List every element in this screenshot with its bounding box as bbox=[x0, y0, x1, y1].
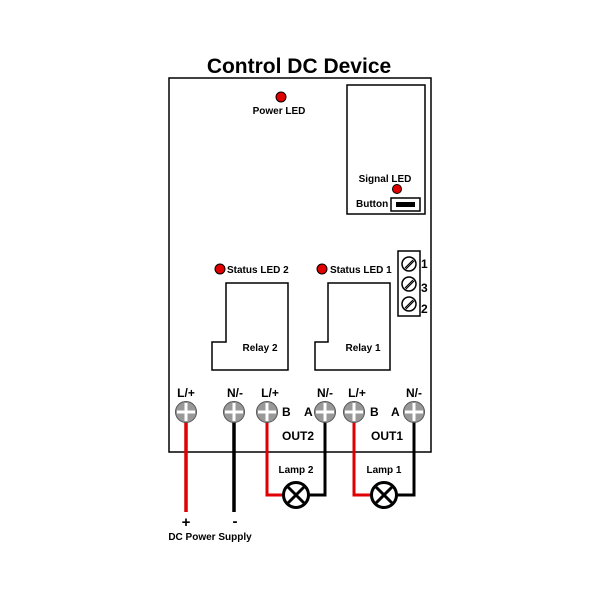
lamp-2-icon bbox=[282, 481, 310, 509]
terminal-out2-n-label: N/- bbox=[317, 386, 333, 400]
antenna-screw-1 bbox=[401, 256, 417, 272]
out2-label: OUT2 bbox=[282, 429, 314, 443]
terminal-out1-n bbox=[403, 401, 425, 423]
antenna-terminal-label-3: 3 bbox=[421, 281, 428, 295]
antenna-terminal-label-2: 2 bbox=[421, 302, 428, 316]
lamp-1-neutral-wire bbox=[397, 412, 416, 497]
signal-led-label: Signal LED bbox=[359, 174, 412, 185]
terminal-out1-n-label: N/- bbox=[406, 386, 422, 400]
power-led bbox=[275, 91, 287, 103]
lamp-2-label: Lamp 2 bbox=[278, 465, 313, 476]
terminal-out2-l bbox=[256, 401, 278, 423]
terminal-power-l bbox=[175, 401, 197, 423]
power-led-label: Power LED bbox=[253, 106, 306, 117]
terminal-out2-l-label: L/+ bbox=[261, 386, 279, 400]
relay-1 bbox=[314, 282, 391, 371]
status-led-1 bbox=[316, 263, 328, 275]
lamp-1-label: Lamp 1 bbox=[366, 465, 401, 476]
antenna-terminal-label-1: 1 bbox=[421, 257, 428, 271]
antenna-screw-2 bbox=[401, 296, 417, 312]
supply-label: DC Power Supply bbox=[168, 532, 252, 543]
receiver-module bbox=[346, 84, 426, 215]
terminal-out2-n bbox=[314, 401, 336, 423]
terminal-out1-l bbox=[343, 401, 365, 423]
terminal-power-l-label: L/+ bbox=[177, 386, 195, 400]
diagram-title: Control DC Device bbox=[207, 55, 391, 78]
supply-plus-sign: + bbox=[182, 514, 191, 531]
terminal-power-n-label: N/- bbox=[227, 386, 243, 400]
button-slider-icon bbox=[396, 202, 415, 207]
status-led-1-label: Status LED 1 bbox=[330, 265, 392, 276]
signal-led bbox=[392, 184, 402, 194]
out2-a-label: A bbox=[304, 405, 313, 419]
out1-b-label: B bbox=[370, 405, 379, 419]
status-led-2 bbox=[214, 263, 226, 275]
relay-2 bbox=[211, 282, 289, 371]
lamp-2-neutral-wire bbox=[309, 412, 327, 497]
out1-a-label: A bbox=[391, 405, 400, 419]
relay-2-label: Relay 2 bbox=[242, 343, 277, 354]
status-led-2-label: Status LED 2 bbox=[227, 265, 289, 276]
lamp-2-live-wire bbox=[265, 412, 283, 497]
button-label: Button bbox=[356, 199, 388, 210]
lamp-1-icon bbox=[370, 481, 398, 509]
terminal-power-n bbox=[223, 401, 245, 423]
out2-b-label: B bbox=[282, 405, 291, 419]
antenna-screw-3 bbox=[401, 276, 417, 292]
lamp-1-live-wire bbox=[352, 412, 371, 497]
out1-label: OUT1 bbox=[371, 429, 403, 443]
supply-minus-sign: - bbox=[233, 513, 238, 530]
relay-1-label: Relay 1 bbox=[345, 343, 380, 354]
terminal-out1-l-label: L/+ bbox=[348, 386, 366, 400]
